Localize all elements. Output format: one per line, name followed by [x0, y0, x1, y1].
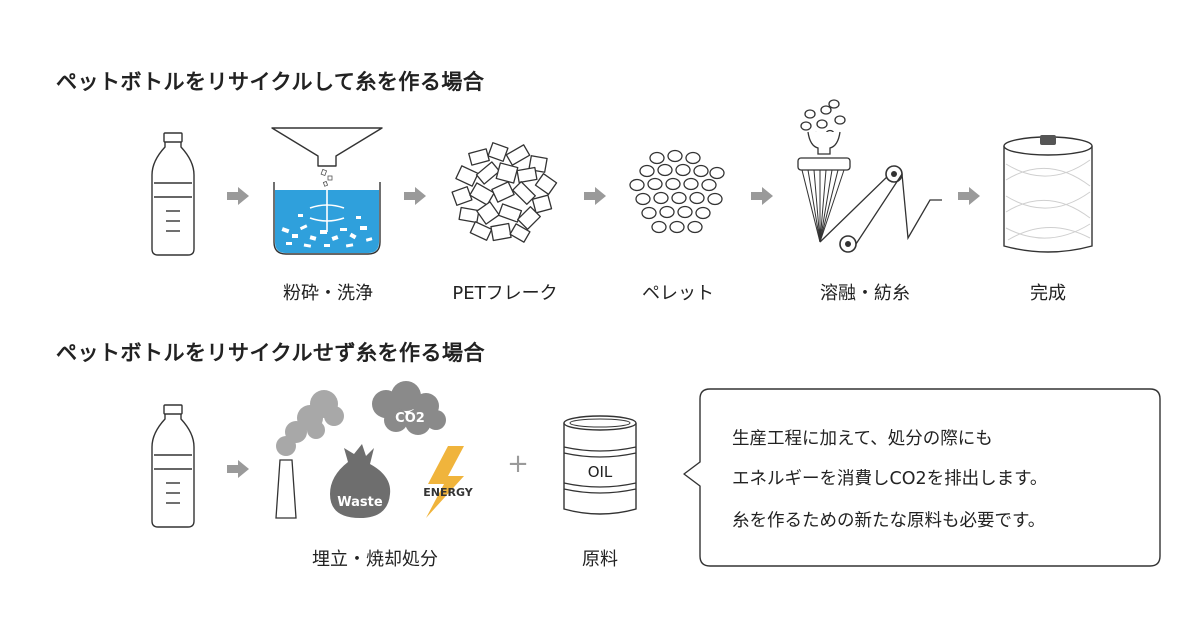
- melt-spinning-icon: [797, 99, 942, 253]
- section2-title: ペットボトルをリサイクルせず糸を作る場合: [56, 341, 485, 365]
- speech-bubble: [683, 388, 1161, 567]
- arrow-right-icon: [751, 187, 773, 205]
- pet-bottle-icon: [151, 404, 195, 528]
- arrow-right-icon: [404, 187, 426, 205]
- arrow-right-icon: [584, 187, 606, 205]
- energy-text: ENERGY: [423, 486, 473, 499]
- yarn-bobbin-icon: [1003, 135, 1093, 253]
- step-label-crush-wash: 粉砕・洗浄: [283, 283, 373, 304]
- step-label-pet-flake: PETフレーク: [452, 283, 558, 304]
- pet-bottle-icon: [151, 132, 195, 256]
- bubble-line-2: エネルギーを消費しCO2を排出します。: [732, 469, 1048, 489]
- pet-flakes-icon: [451, 142, 558, 243]
- disposal-label: 埋立・焼却処分: [312, 549, 438, 570]
- co2-cloud-icon: CO2: [372, 381, 446, 435]
- smokestack-icon: [275, 390, 344, 519]
- crusher-tank-icon: [271, 127, 383, 255]
- step-label-complete: 完成: [1030, 283, 1066, 304]
- oil-drum-icon: OIL: [563, 415, 637, 515]
- disposal-cluster: CO2 Waste ENERGY: [275, 381, 474, 519]
- plus-sign: +: [507, 449, 529, 479]
- arrow-right-icon: [227, 460, 249, 478]
- energy-bolt-icon: ENERGY: [423, 446, 474, 518]
- waste-text: Waste: [337, 495, 383, 510]
- section1-title: ペットボトルをリサイクルして糸を作る場合: [56, 70, 485, 94]
- waste-bag-icon: Waste: [330, 444, 391, 518]
- co2-text: CO2: [395, 411, 425, 426]
- bubble-line-3: 糸を作るための新たな原料も必要です。: [732, 511, 1046, 531]
- bubble-line-1: 生産工程に加えて、処分の際にも: [732, 429, 993, 449]
- arrow-right-icon: [227, 187, 249, 205]
- arrow-right-icon: [958, 187, 980, 205]
- step-label-melt-spin: 溶融・紡糸: [820, 283, 910, 304]
- step-label-pellet: ペレット: [642, 283, 714, 304]
- pellets-icon: [629, 149, 725, 234]
- oil-text: OIL: [588, 463, 613, 481]
- raw-material-label: 原料: [582, 549, 618, 570]
